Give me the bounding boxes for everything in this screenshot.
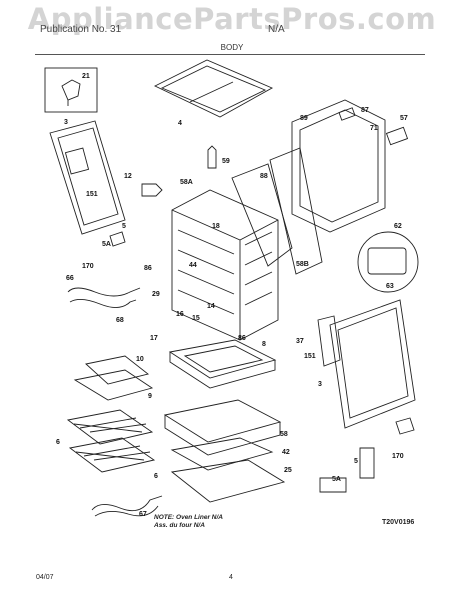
label-71: 71 bbox=[370, 125, 378, 132]
part-57 bbox=[385, 126, 409, 146]
element-67 bbox=[91, 495, 163, 512]
diagram-note: NOTE: Oven Liner N/A Ass. du four N/A bbox=[154, 514, 223, 530]
insulation-88 bbox=[231, 163, 293, 267]
label-14: 14 bbox=[207, 303, 215, 310]
drawer-25 bbox=[170, 459, 286, 503]
footer-page: 4 bbox=[229, 574, 233, 581]
header-rule bbox=[35, 54, 425, 55]
label-42: 42 bbox=[282, 449, 290, 456]
label-17: 17 bbox=[150, 335, 158, 342]
diagram-code: T20V0196 bbox=[382, 519, 415, 526]
label-37: 37 bbox=[296, 338, 304, 345]
label-5A: 5A bbox=[102, 241, 111, 248]
label-21: 21 bbox=[82, 73, 90, 80]
label-89: 89 bbox=[300, 115, 308, 122]
leveler-5 bbox=[359, 447, 375, 479]
bracket-170 bbox=[395, 417, 415, 435]
label-6a: 6 bbox=[56, 439, 60, 446]
drawer-42 bbox=[170, 437, 274, 471]
label-151: 151 bbox=[86, 191, 98, 198]
label-18: 18 bbox=[212, 223, 220, 230]
part-59 bbox=[207, 145, 217, 169]
bracket-170-left bbox=[109, 231, 126, 247]
part-87 bbox=[338, 107, 356, 121]
label-8: 8 bbox=[262, 341, 266, 348]
label-16: 16 bbox=[176, 311, 184, 318]
part-21-icon bbox=[61, 79, 81, 106]
label-58: 58 bbox=[280, 431, 288, 438]
label-86a: 86 bbox=[144, 265, 152, 272]
top-panel bbox=[153, 59, 274, 118]
side-panel-left bbox=[49, 120, 126, 235]
note-line-1: NOTE: Oven Liner N/A bbox=[154, 514, 223, 521]
oven-body bbox=[171, 189, 279, 341]
label-68: 68 bbox=[116, 317, 124, 324]
label-10: 10 bbox=[136, 356, 144, 363]
label-6b: 6 bbox=[154, 473, 158, 480]
hinge-151 bbox=[317, 315, 341, 367]
rack-6a bbox=[66, 409, 154, 445]
label-3: 3 bbox=[64, 119, 68, 126]
note-line-2: Ass. du four N/A bbox=[154, 522, 205, 529]
insulation-58B bbox=[269, 147, 323, 275]
drawer-58 bbox=[163, 399, 282, 443]
label-62: 62 bbox=[394, 223, 402, 230]
label-15: 15 bbox=[192, 315, 200, 322]
label-63: 63 bbox=[386, 283, 394, 290]
label-44: 44 bbox=[189, 262, 197, 269]
label-170: 170 bbox=[82, 263, 94, 270]
leveler-5A bbox=[319, 477, 347, 493]
label-88: 88 bbox=[260, 173, 268, 180]
label-25: 25 bbox=[284, 467, 292, 474]
label-5Ab: 5A bbox=[332, 476, 341, 483]
label-57: 57 bbox=[400, 115, 408, 122]
label-12: 12 bbox=[124, 173, 132, 180]
part-21-box bbox=[44, 67, 98, 113]
label-87: 87 bbox=[361, 107, 369, 114]
rack-6b bbox=[68, 437, 156, 473]
broiler-pan-9 bbox=[73, 369, 154, 401]
label-58B: 58B bbox=[296, 261, 309, 268]
publication-label: Publication No. 31 bbox=[40, 24, 122, 35]
label-5: 5 bbox=[122, 223, 126, 230]
label-170b: 170 bbox=[392, 453, 404, 460]
broiler-grid-10 bbox=[85, 355, 150, 385]
footer-date: 04/07 bbox=[36, 574, 54, 581]
element-68 bbox=[69, 299, 137, 308]
label-86b: 86 bbox=[238, 335, 246, 342]
section-title: BODY bbox=[220, 43, 244, 52]
part-12 bbox=[141, 183, 163, 197]
label-5b: 5 bbox=[354, 458, 358, 465]
label-67: 67 bbox=[139, 511, 147, 518]
label-4: 4 bbox=[178, 120, 182, 127]
label-3b: 3 bbox=[318, 381, 322, 388]
back-panel bbox=[291, 99, 386, 233]
label-59: 59 bbox=[222, 158, 230, 165]
door-right bbox=[329, 299, 416, 429]
publication-right: N/A bbox=[268, 24, 285, 35]
element-66 bbox=[67, 287, 141, 297]
label-151b: 151 bbox=[304, 353, 316, 360]
label-58A: 58A bbox=[180, 179, 193, 186]
part-62-ring bbox=[357, 231, 419, 293]
label-29: 29 bbox=[152, 291, 160, 298]
label-66: 66 bbox=[66, 275, 74, 282]
label-9: 9 bbox=[148, 393, 152, 400]
watermark: AppliancePartsPros.com bbox=[27, 2, 437, 36]
